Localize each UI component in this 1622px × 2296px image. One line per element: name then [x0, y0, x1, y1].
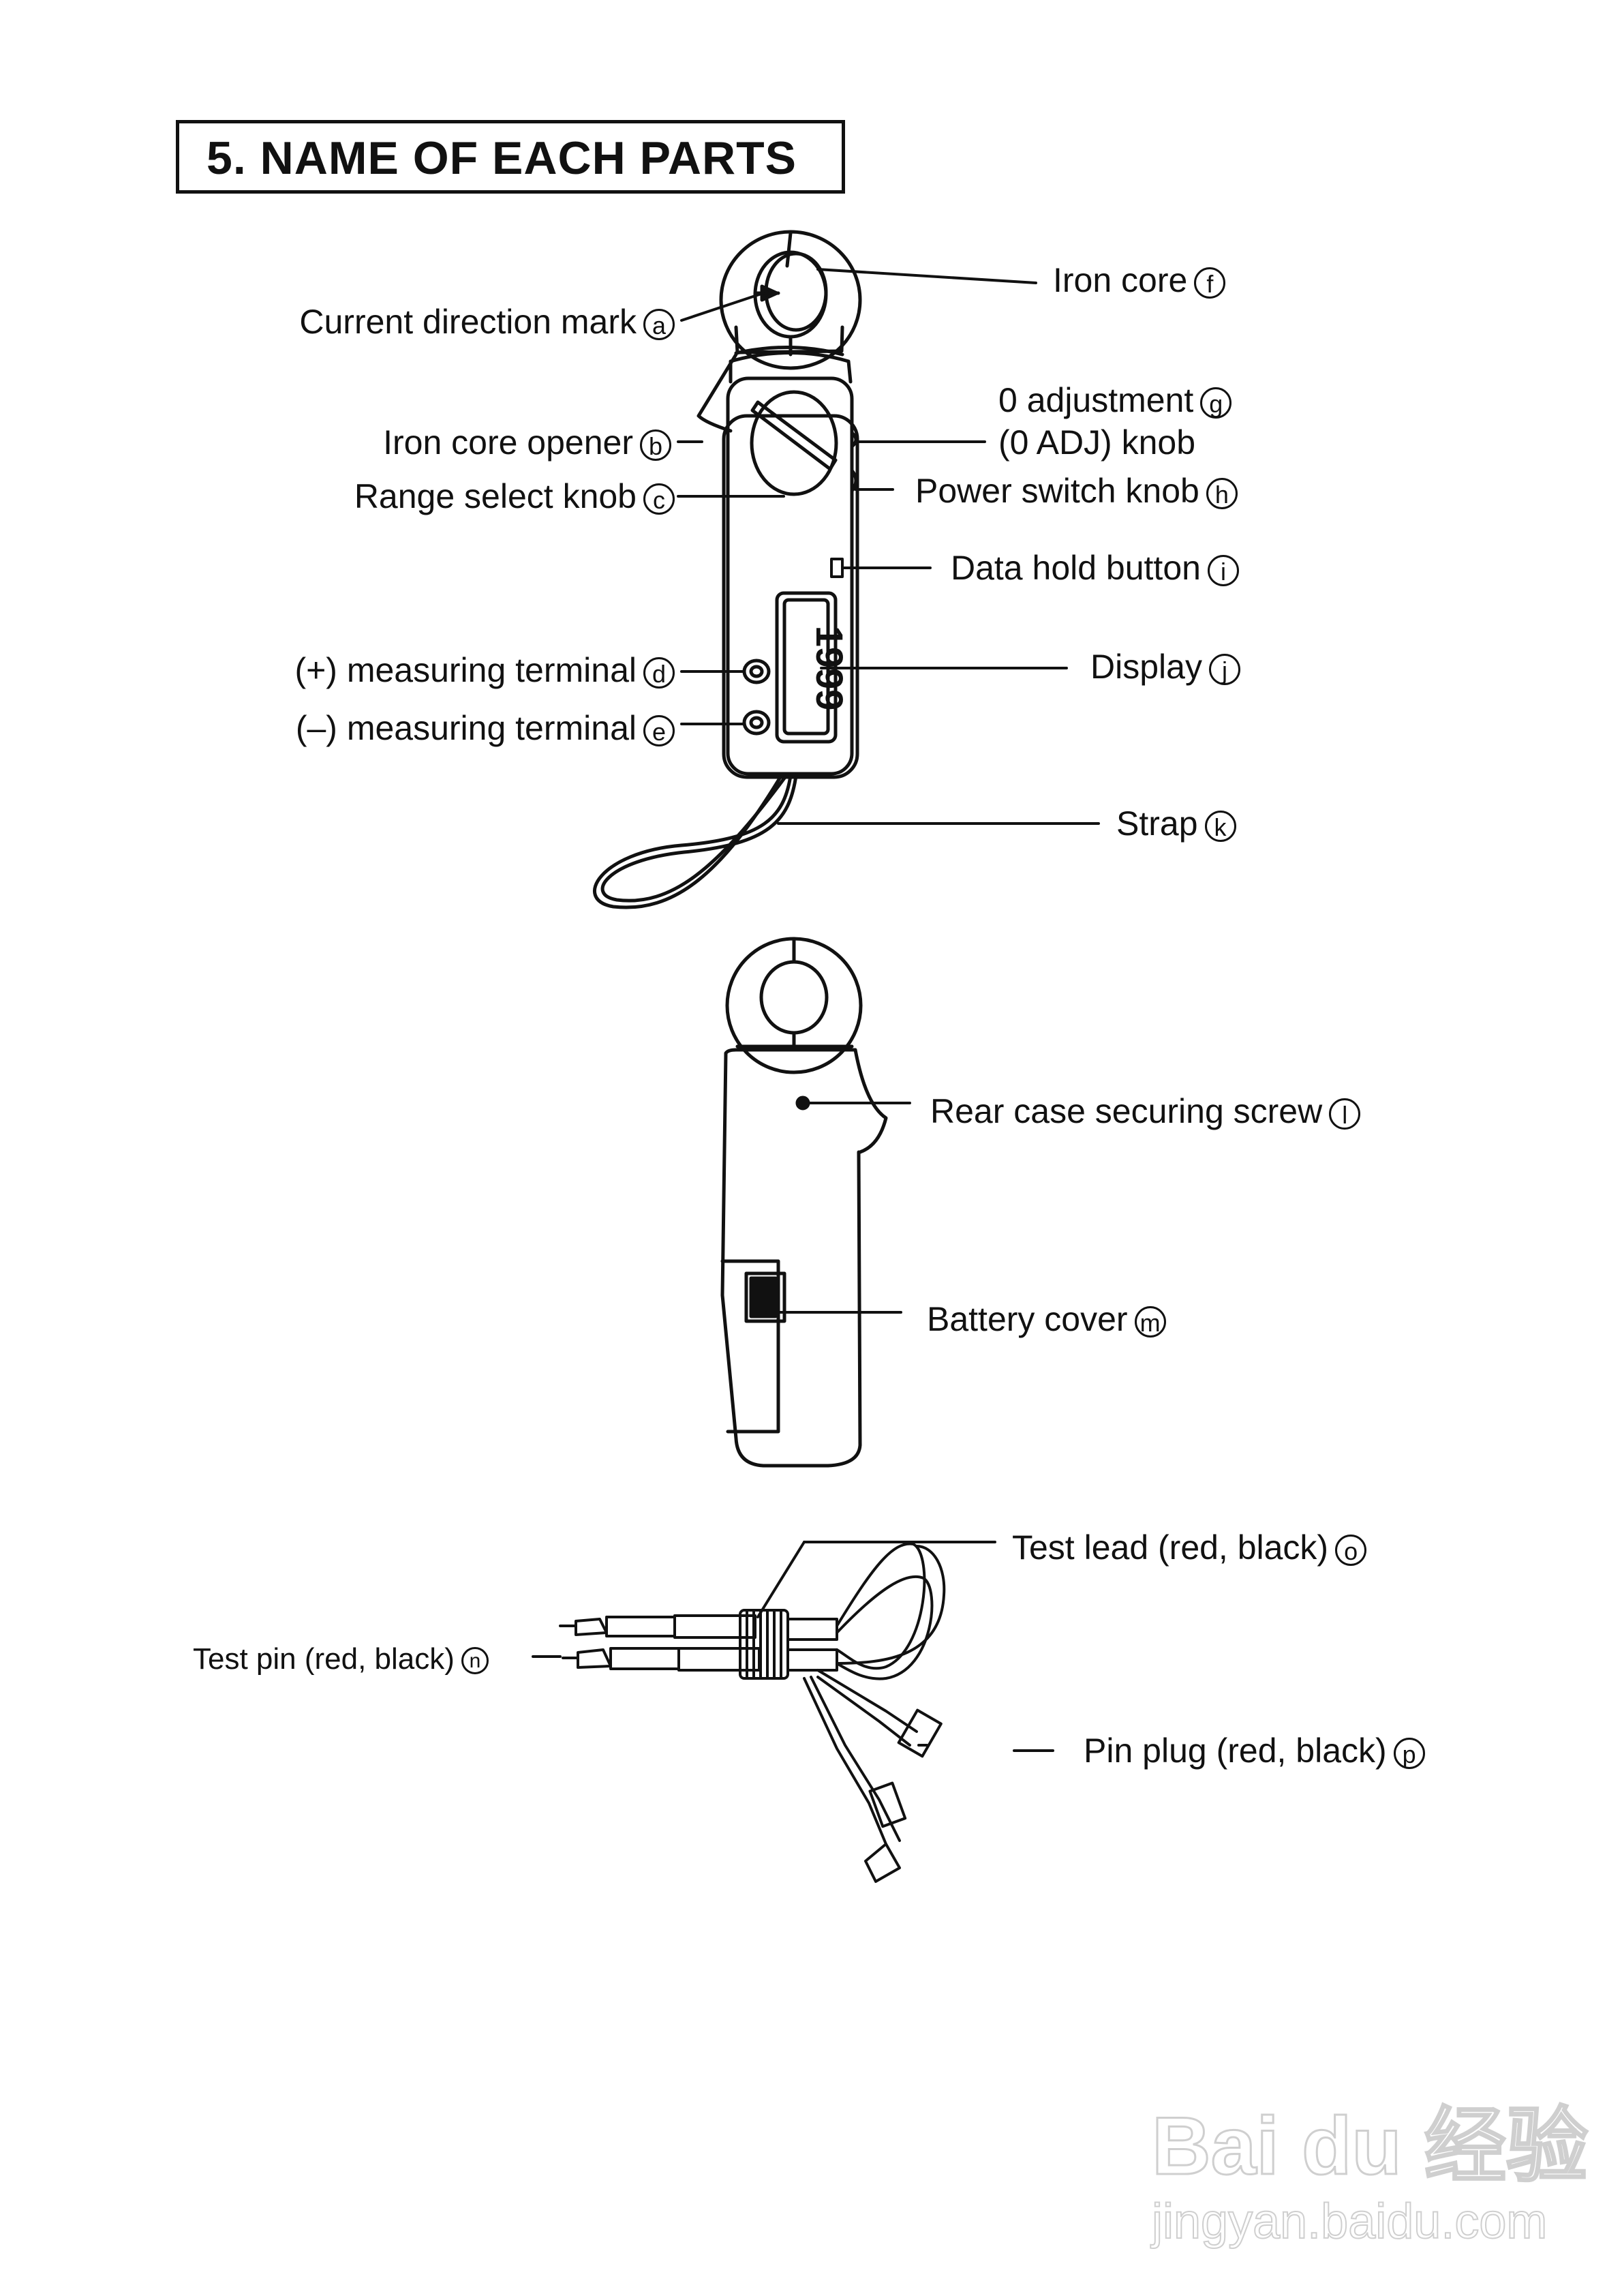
- marker-o-icon: o: [1335, 1534, 1367, 1566]
- battery-cover: [720, 1259, 786, 1434]
- pin-plug-black: [868, 1781, 907, 1828]
- leader-lines-accessories: [532, 1541, 1054, 1752]
- label-test-lead: Test lead (red, black)o: [1012, 1530, 1367, 1566]
- power-switch-knob: [850, 468, 858, 493]
- marker-e-icon: e: [643, 714, 675, 746]
- range-select-knob: [750, 390, 838, 496]
- section-title: 5. NAME OF EACH PARTS: [206, 132, 797, 184]
- strap: [593, 774, 798, 909]
- negative-terminal: [742, 710, 771, 736]
- marker-j-icon: j: [1208, 653, 1240, 685]
- marker-h-icon: h: [1206, 477, 1238, 509]
- pin-plug-red: [897, 1708, 943, 1758]
- marker-g-icon: g: [1200, 387, 1232, 419]
- positive-terminal: [742, 659, 771, 684]
- current-direction-mark: [753, 284, 780, 302]
- test-leads-drawing: [559, 1542, 946, 1883]
- label-test-pin: Test pin (red, black)n: [193, 1644, 489, 1675]
- baidu-jingyan-watermark: Bai du 经验 jingyan.baidu.com: [1150, 2079, 1589, 2250]
- front-view-clamp-meter: 1999: [593, 230, 862, 909]
- marker-a-icon: a: [643, 308, 675, 340]
- zero-adjust-knob: [850, 431, 858, 449]
- watermark-url: jingyan.baidu.com: [1151, 2194, 1548, 2250]
- test-pins: [559, 1614, 761, 1672]
- marker-d-icon: d: [643, 656, 675, 689]
- marker-m-icon: m: [1134, 1305, 1166, 1338]
- watermark-logo: Bai du 经验: [1150, 2100, 1589, 2193]
- leader-lines-rear: [765, 1102, 911, 1314]
- marker-n-icon: n: [461, 1647, 489, 1675]
- data-hold-button: [830, 558, 844, 578]
- wound-lead-bundle: [739, 1609, 838, 1680]
- marker-f-icon: f: [1194, 267, 1226, 299]
- leader-lines-front: [677, 268, 1100, 825]
- meter-body: [726, 376, 854, 776]
- marker-i-icon: i: [1207, 554, 1239, 586]
- marker-b-icon: b: [640, 429, 671, 461]
- section-title-box: 5. NAME OF EACH PARTS: [176, 120, 845, 194]
- marker-k-icon: k: [1204, 810, 1236, 842]
- marker-l-icon: l: [1329, 1098, 1361, 1130]
- marker-c-icon: c: [643, 483, 675, 515]
- rear-view-clamp-meter: [720, 937, 888, 1468]
- marker-p-icon: p: [1393, 1737, 1425, 1769]
- label-pin-plug: Pin plug (red, black)p: [1084, 1734, 1425, 1769]
